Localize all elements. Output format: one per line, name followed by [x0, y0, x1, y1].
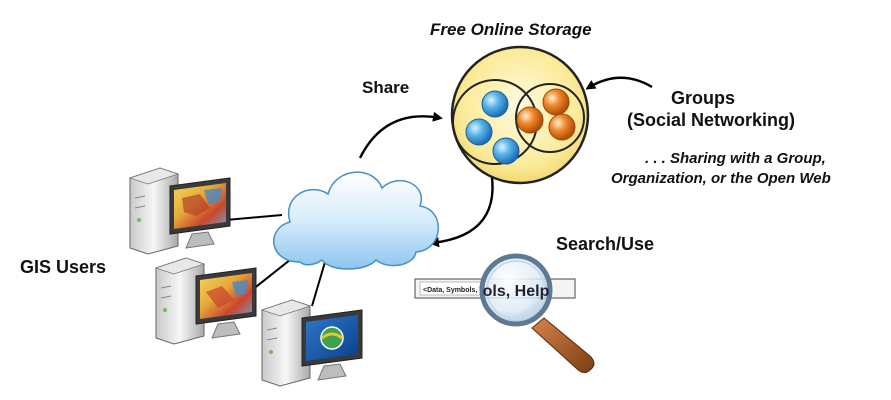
blue-item [492, 137, 520, 165]
flow-arrows [358, 76, 653, 248]
storage-title: Free Online Storage [430, 20, 592, 39]
blue-item [465, 118, 493, 146]
blue-item [481, 90, 509, 118]
social-networking-label: (Social Networking) [627, 110, 796, 130]
magnifier-icon: ols, Help [479, 253, 595, 374]
storage-circle-icon [450, 45, 590, 185]
search-arrow [429, 164, 494, 248]
gis-users-label: GIS Users [20, 257, 107, 277]
group-circle-right [515, 83, 585, 153]
share-arrow [358, 111, 443, 159]
cloud-icon [273, 171, 439, 270]
orange-item [516, 106, 544, 134]
computer-icon [260, 299, 363, 387]
computer-icon [154, 257, 257, 345]
orange-item [542, 88, 570, 116]
share-label: Share [362, 78, 410, 97]
magnified-text: ols, Help [483, 283, 550, 300]
sharing-text-line1: . . . Sharing with a Group, [645, 150, 826, 167]
link-user-3 [311, 261, 326, 307]
sharing-text-line2: Organization, or the Open Web [611, 170, 831, 187]
groups-label: Groups [671, 88, 736, 108]
search-use-label: Search/Use [556, 234, 655, 254]
computer-icon [128, 167, 231, 255]
orange-item [548, 113, 576, 141]
search-box-text: <Data, Symbols, To [423, 287, 487, 294]
link-user-1 [225, 214, 283, 221]
groups-arrow [585, 76, 653, 90]
